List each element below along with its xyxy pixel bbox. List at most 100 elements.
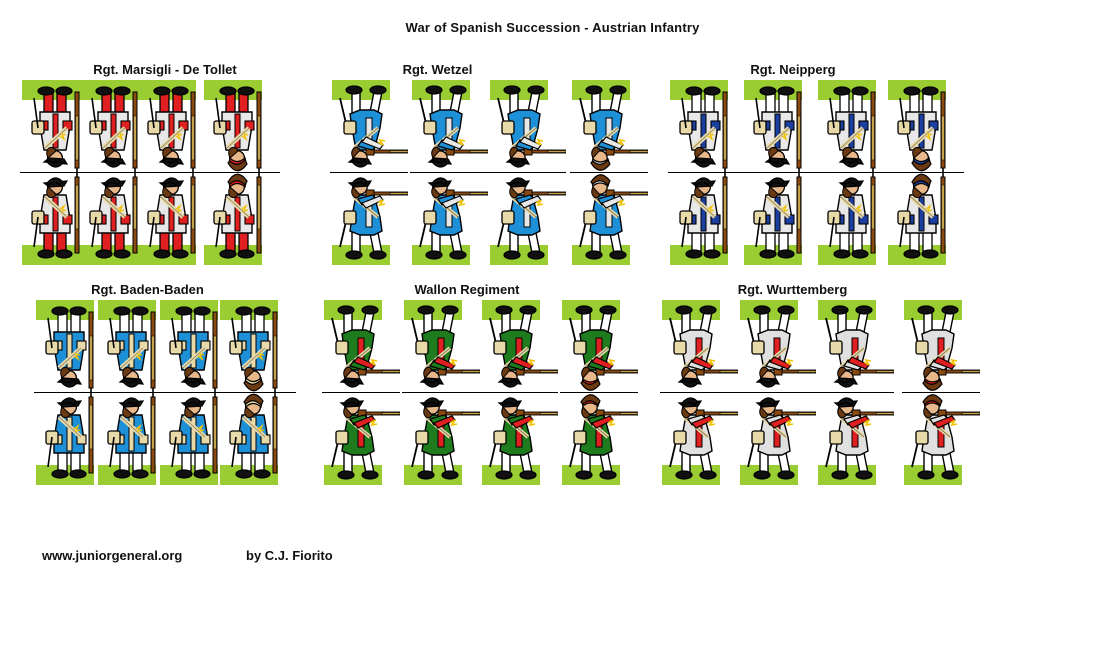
figure-upright-half — [78, 173, 156, 265]
figure-upright-half — [480, 393, 558, 485]
soldier-figure — [816, 300, 894, 486]
figure-mirrored-half — [158, 300, 236, 392]
soldier-figure — [402, 300, 480, 486]
soldier-figure — [570, 80, 648, 266]
soldier-figure — [96, 300, 174, 486]
fold-line — [322, 392, 400, 393]
figure-upright-half — [322, 393, 400, 485]
figure-upright-half — [34, 393, 112, 485]
soldier-figure — [668, 80, 746, 266]
figure-upright-half — [738, 393, 816, 485]
figure-mirrored-half — [330, 80, 408, 172]
fold-line — [902, 392, 980, 393]
figure-upright-half — [902, 393, 980, 485]
soldier-figure — [738, 300, 816, 486]
soldier-figure — [202, 80, 280, 266]
figure-upright-half — [668, 173, 746, 265]
regiment-title: Rgt. Marsigli - De Tollet — [93, 62, 237, 77]
fold-line — [816, 172, 894, 173]
figure-mirrored-half — [20, 80, 98, 172]
figure-upright-half — [560, 393, 638, 485]
soldier-figure — [410, 80, 488, 266]
figure-mirrored-half — [570, 80, 648, 172]
figure-upright-half — [202, 173, 280, 265]
soldier-figure — [886, 80, 964, 266]
fold-line — [488, 172, 566, 173]
figure-mirrored-half — [322, 300, 400, 392]
soldier-figure — [78, 80, 156, 266]
fold-line — [660, 392, 738, 393]
figure-mirrored-half — [96, 300, 174, 392]
figure-mirrored-half — [402, 300, 480, 392]
figure-upright-half — [96, 393, 174, 485]
fold-line — [330, 172, 408, 173]
author-credit: by C.J. Fiorito — [246, 548, 333, 563]
figure-upright-half — [218, 393, 296, 485]
figure-upright-half — [816, 173, 894, 265]
figure-upright-half — [742, 173, 820, 265]
figure-mirrored-half — [738, 300, 816, 392]
soldier-figure — [902, 300, 980, 486]
figure-mirrored-half — [218, 300, 296, 392]
soldier-figure — [816, 80, 894, 266]
soldier-figure — [34, 300, 112, 486]
soldier-figure — [322, 300, 400, 486]
figure-mirrored-half — [78, 80, 156, 172]
fold-line — [738, 392, 816, 393]
fold-line — [20, 172, 98, 173]
page-title: War of Spanish Succession - Austrian Inf… — [405, 20, 700, 35]
figure-mirrored-half — [816, 80, 894, 172]
regiment-title: Rgt. Wurttemberg — [737, 282, 848, 297]
fold-line — [410, 172, 488, 173]
credits: www.juniorgeneral.org by C.J. Fiorito — [42, 548, 333, 563]
fold-line — [886, 172, 964, 173]
figure-upright-half — [20, 173, 98, 265]
figure-upright-half — [136, 173, 214, 265]
figure-upright-half — [488, 173, 566, 265]
fold-line — [668, 172, 746, 173]
figure-mirrored-half — [560, 300, 638, 392]
soldier-figure — [488, 80, 566, 266]
figure-upright-half — [158, 393, 236, 485]
fold-line — [742, 172, 820, 173]
figure-upright-half — [410, 173, 488, 265]
soldier-figure — [480, 300, 558, 486]
fold-line — [202, 172, 280, 173]
soldier-figure — [158, 300, 236, 486]
fold-line — [570, 172, 648, 173]
regiment-title: Rgt. Wetzel — [402, 62, 473, 77]
website-url: www.juniorgeneral.org — [42, 548, 183, 563]
soldier-figure — [660, 300, 738, 486]
figure-mirrored-half — [480, 300, 558, 392]
regiment-title: Rgt. Neipperg — [750, 62, 836, 77]
figure-upright-half — [816, 393, 894, 485]
fold-line — [480, 392, 558, 393]
soldier-figure — [218, 300, 296, 486]
figure-upright-half — [570, 173, 648, 265]
fold-line — [158, 392, 236, 393]
regiment-title: Rgt. Baden-Baden — [91, 282, 204, 297]
figure-mirrored-half — [202, 80, 280, 172]
soldier-figure — [742, 80, 820, 266]
figure-mirrored-half — [668, 80, 746, 172]
fold-line — [96, 392, 174, 393]
figure-mirrored-half — [660, 300, 738, 392]
fold-line — [560, 392, 638, 393]
figure-upright-half — [402, 393, 480, 485]
figure-upright-half — [330, 173, 408, 265]
regiment-title: Wallon Regiment — [414, 282, 520, 297]
figure-mirrored-half — [816, 300, 894, 392]
figure-mirrored-half — [902, 300, 980, 392]
soldier-figure — [560, 300, 638, 486]
fold-line — [136, 172, 214, 173]
figure-mirrored-half — [136, 80, 214, 172]
fold-line — [402, 392, 480, 393]
fold-line — [34, 392, 112, 393]
soldier-figure — [136, 80, 214, 266]
figure-mirrored-half — [410, 80, 488, 172]
figure-upright-half — [886, 173, 964, 265]
figure-upright-half — [660, 393, 738, 485]
soldier-figure — [330, 80, 408, 266]
fold-line — [78, 172, 156, 173]
